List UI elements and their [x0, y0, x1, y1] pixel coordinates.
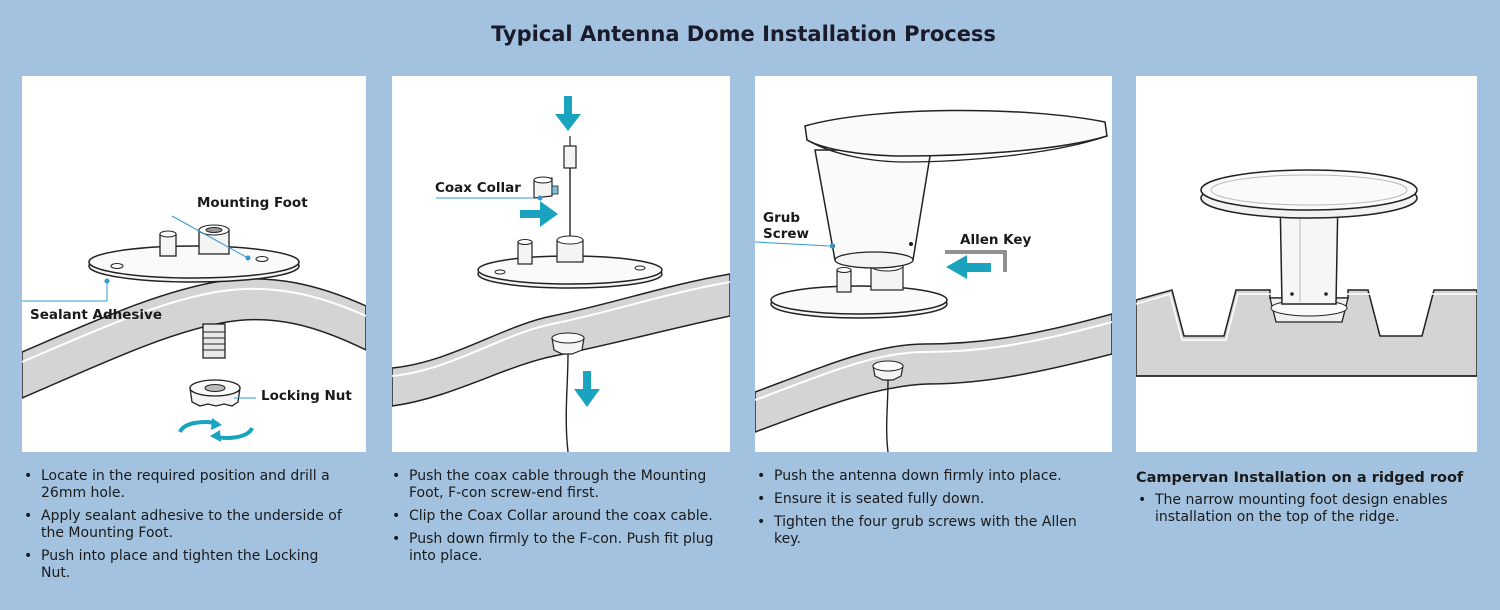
step3-instructions: Push the antenna down firmly into place.… — [755, 468, 1095, 554]
step1-bullet: Push into place and tighten the Locking … — [22, 548, 352, 582]
step4-heading: Campervan Installation on a ridged roof — [1136, 470, 1464, 486]
step1-bullet: Apply sealant adhesive to the underside … — [22, 508, 352, 542]
step4-illustration — [1136, 169, 1477, 377]
step1-instructions: Locate in the required position and dril… — [22, 468, 352, 588]
step2-bullet: Push down firmly to the F-con. Push fit … — [390, 531, 725, 565]
step2-illustration — [392, 96, 730, 452]
step3-bullet: Ensure it is seated fully down. — [755, 491, 1095, 508]
allen-key-label: Allen Key — [960, 232, 1032, 248]
page-title: Typical Antenna Dome Installation Proces… — [491, 22, 996, 46]
step3-bullet: Push the antenna down firmly into place. — [755, 468, 1095, 485]
step2-bullet: Clip the Coax Collar around the coax cab… — [390, 508, 725, 525]
step1-illustration — [22, 215, 366, 442]
step3-illustration — [755, 109, 1112, 452]
mounting-foot-label: Mounting Foot — [197, 195, 308, 211]
locking-nut-label: Locking Nut — [261, 388, 352, 404]
step2-panel: Coax Collar — [392, 76, 730, 452]
step4-bullet: The narrow mounting foot design enables … — [1136, 492, 1466, 526]
step2-instructions: Push the coax cable through the Mounting… — [390, 468, 725, 571]
step1-bullet: Locate in the required position and dril… — [22, 468, 352, 502]
step1-panel: Mounting Foot Sealant Adhesive Locking N… — [22, 76, 366, 452]
step3-panel: Grub Screw Allen Key — [755, 76, 1112, 452]
grub-screw-label-line2: Screw — [763, 226, 810, 242]
step4-instructions: The narrow mounting foot design enables … — [1136, 492, 1466, 532]
step2-bullet: Push the coax cable through the Mounting… — [390, 468, 725, 502]
coax-collar-label: Coax Collar — [435, 180, 521, 196]
grub-screw-label-line1: Grub — [763, 210, 801, 226]
step4-panel — [1136, 76, 1477, 452]
sealant-adhesive-label: Sealant Adhesive — [30, 307, 162, 323]
step3-bullet: Tighten the four grub screws with the Al… — [755, 514, 1095, 548]
